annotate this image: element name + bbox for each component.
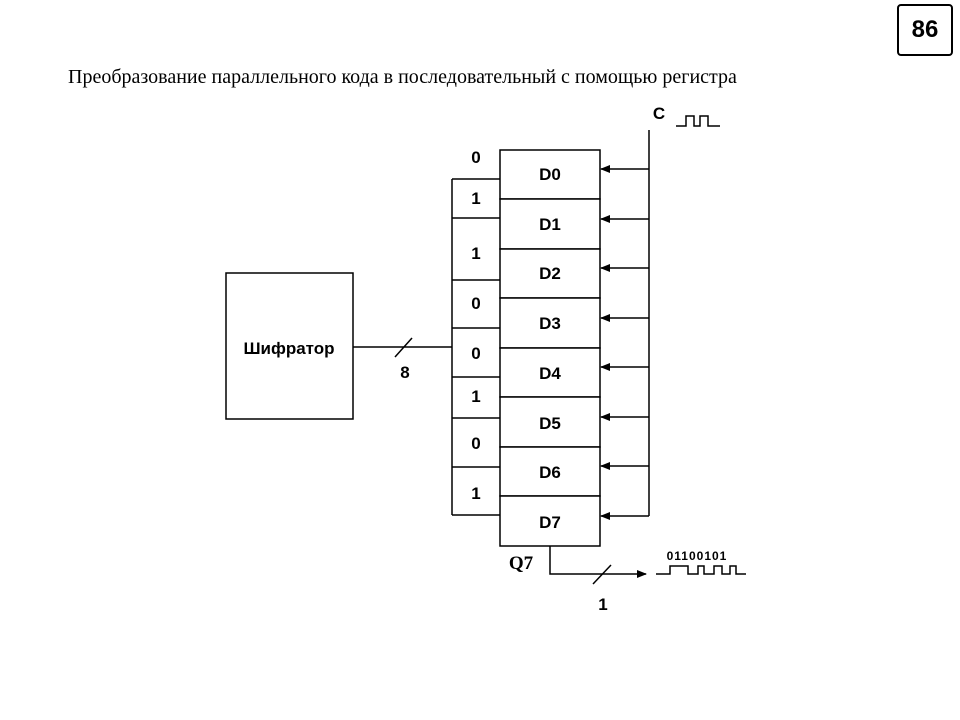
encoder-label: Шифратор [243,339,334,358]
input-bit-column [451,178,500,516]
register-cell [499,198,601,250]
register-cell-label: D2 [539,264,561,283]
register-cell-label: D7 [539,513,561,532]
output-label: Q7 [509,553,534,574]
slide-title: Преобразование параллельного кода в посл… [68,66,737,88]
register-cell [499,297,601,349]
output-line [549,546,647,578]
input-bit: 1 [471,244,480,263]
bus-slash [394,337,413,358]
input-bit: 0 [471,434,480,453]
serial-waveform [656,565,746,575]
register-cell-label: D3 [539,314,561,333]
clock-arrows [600,165,649,520]
input-bit: 0 [471,294,480,313]
clock-waveform [676,115,720,127]
input-bit: 0 [471,148,480,167]
register-cell [499,446,601,497]
register-cell [499,248,601,299]
register-cell-label: D4 [539,364,561,383]
page-number-badge: 86 [897,4,953,56]
input-bit: 1 [471,189,480,208]
input-bit: 1 [471,387,480,406]
register-cell [499,149,601,200]
register-cell-label: D5 [539,414,561,433]
register-cell-label: D0 [539,165,561,184]
clock-label: C [653,104,665,123]
output-slash [592,564,612,585]
register-cell [499,347,601,398]
input-bit: 1 [471,484,480,503]
output-width-label: 1 [598,595,607,614]
encoder-block [225,272,354,420]
input-bit: 0 [471,344,480,363]
register-cell [499,396,601,448]
register-cell-label: D1 [539,215,561,234]
bus-width-label: 8 [400,363,409,382]
register-cell-label: D6 [539,463,561,482]
serial-sequence-label: 01100101 [667,549,728,563]
register [499,149,601,547]
register-cell [499,495,601,547]
